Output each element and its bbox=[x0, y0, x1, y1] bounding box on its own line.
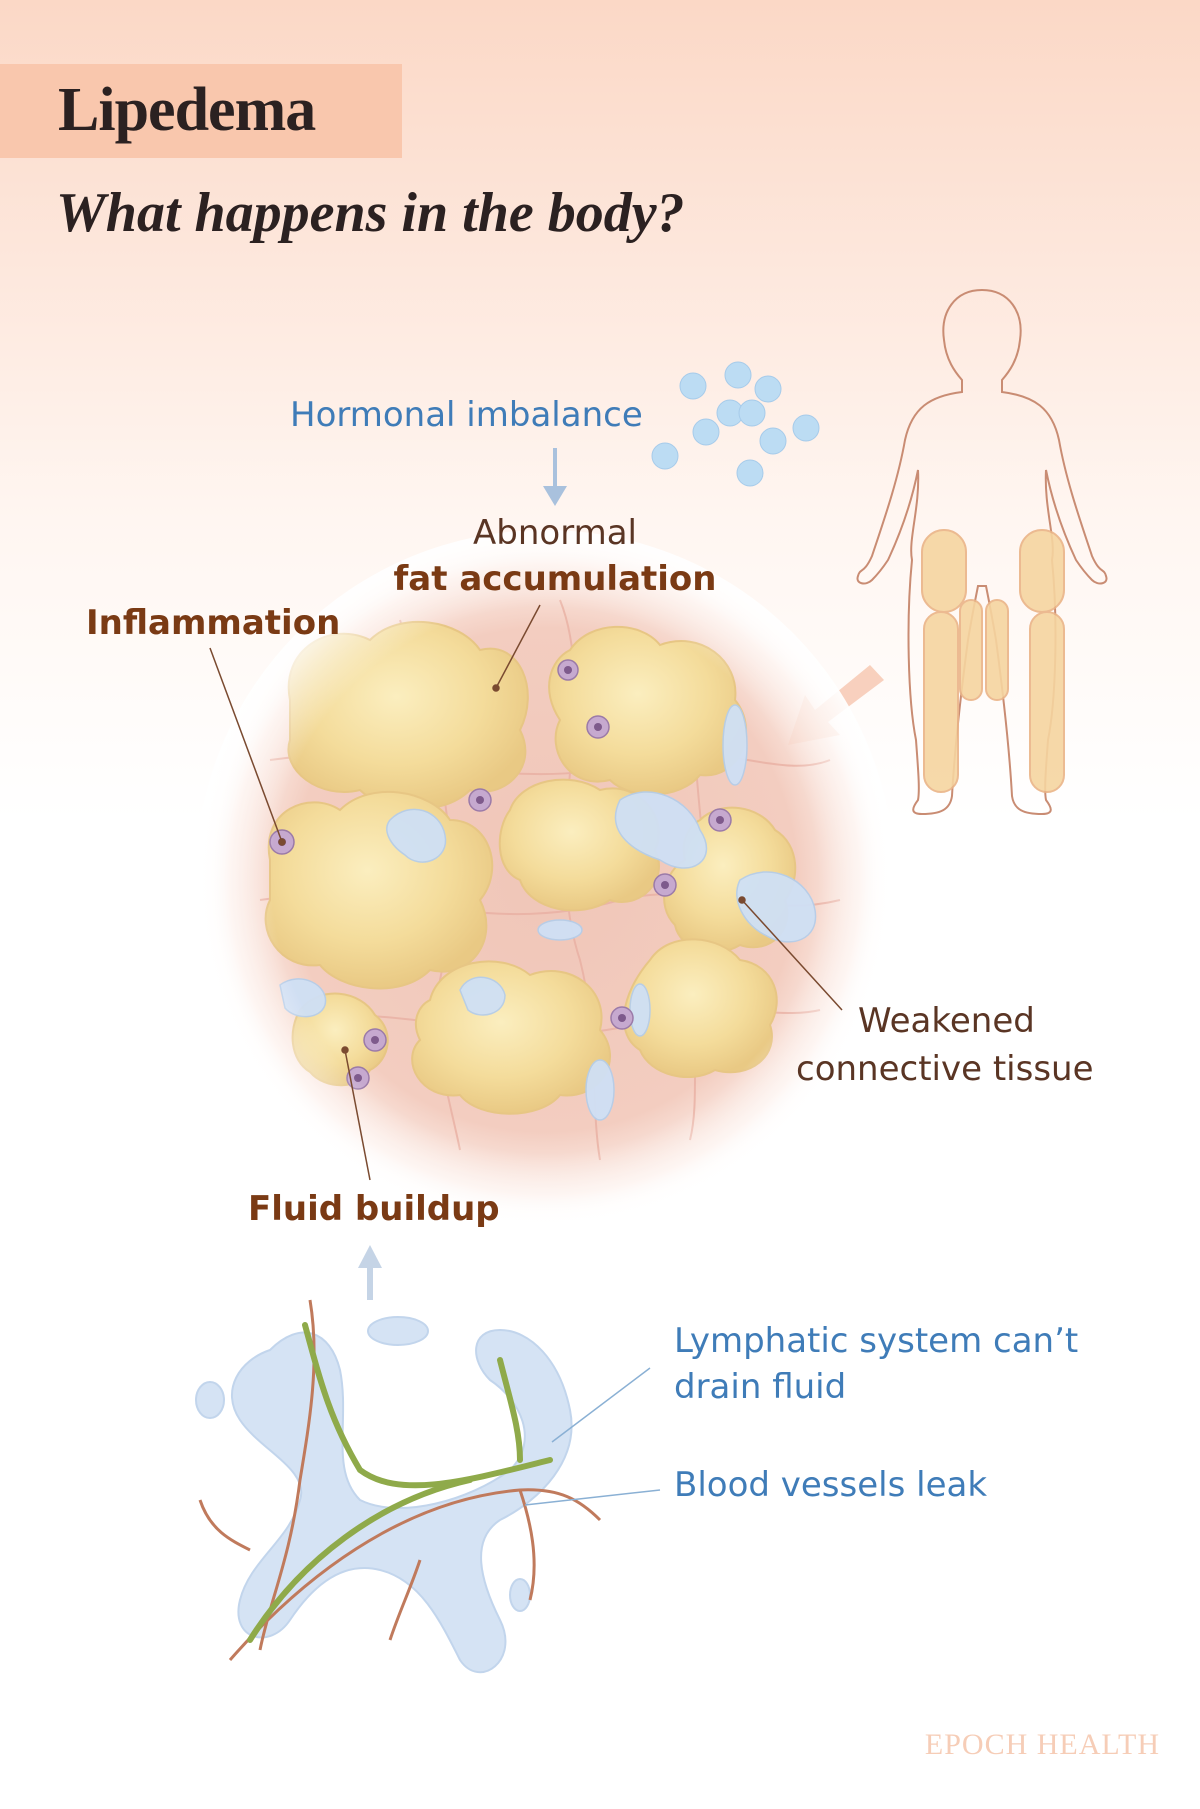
title-banner bbox=[0, 64, 402, 158]
label-abnormal: Abnormal bbox=[473, 513, 637, 553]
label-lymphatic-line1: Lymphatic system can’t bbox=[674, 1321, 1079, 1361]
arrow-down-icon bbox=[543, 448, 567, 506]
label-inflammation: Inflammation bbox=[86, 603, 341, 643]
leader-lines bbox=[209, 604, 843, 1181]
label-fluid-buildup: Fluid buildup bbox=[248, 1189, 500, 1229]
lymphatic-vessels-illustration bbox=[195, 1299, 602, 1674]
label-fat-accumulation: fat accumulation bbox=[393, 559, 717, 599]
body-silhouette bbox=[856, 288, 1108, 816]
brand-watermark: EPOCH HEALTH bbox=[924, 1728, 1160, 1761]
affected-areas bbox=[921, 529, 1065, 793]
label-lymphatic-line2: drain fluid bbox=[674, 1367, 847, 1407]
label-hormonal-imbalance: Hormonal imbalance bbox=[290, 395, 643, 435]
hormone-particles bbox=[651, 361, 820, 487]
label-connective-tissue: connective tissue bbox=[796, 1049, 1094, 1089]
fat-tissue-closeup bbox=[195, 530, 895, 1230]
arrow-up-icon bbox=[358, 1245, 382, 1300]
label-blood-vessels: Blood vessels leak bbox=[674, 1465, 988, 1505]
page-title: Lipedema bbox=[58, 76, 316, 144]
page-subtitle: What happens in the body? bbox=[56, 182, 685, 244]
label-weakened: Weakened bbox=[858, 1001, 1035, 1041]
lymphatic-leader-lines bbox=[524, 1367, 661, 1506]
